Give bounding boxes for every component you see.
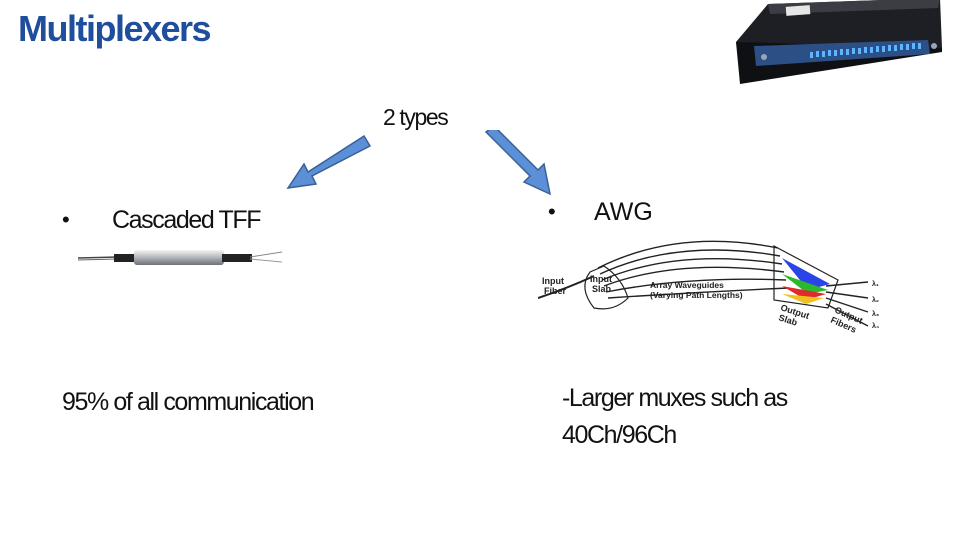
waveguides-line1: Array Waveguides — [650, 280, 724, 290]
input-fiber-line1: Input — [542, 276, 564, 286]
left-arrow — [286, 134, 372, 189]
awg-usage-note: -Larger muxes such as 40Ch/96Ch — [562, 384, 788, 449]
slide-title: Multiplexers — [18, 8, 212, 49]
awg-label: AWG — [594, 198, 653, 226]
input-slab-line2: Slab — [592, 284, 612, 294]
tff-usage-note: 95% of all communication — [62, 388, 315, 416]
lambda-4: λ₄ — [872, 322, 879, 330]
input-fiber-line2: Fiber — [544, 286, 567, 296]
awg-diagram: Input Fiber Input Slab Array Waveguides … — [538, 240, 879, 335]
lambda-1: λ₁ — [872, 280, 879, 288]
right-bullet: • — [548, 199, 556, 224]
right-arrow — [484, 130, 552, 196]
cascaded-tff-label: Cascaded TFF — [112, 206, 261, 234]
tff-device-photo — [78, 250, 283, 265]
arrows-graphic — [286, 130, 552, 196]
lambda-3: λ₃ — [872, 310, 879, 318]
types-label: 2 types — [383, 104, 449, 130]
input-slab-line1: Input — [590, 274, 612, 284]
lambda-2: λ₂ — [872, 296, 879, 304]
left-bullet: • — [62, 207, 70, 232]
waveguides-line2: (Varying Path Lengths) — [650, 290, 743, 300]
rack-mux-photo — [736, 0, 942, 84]
